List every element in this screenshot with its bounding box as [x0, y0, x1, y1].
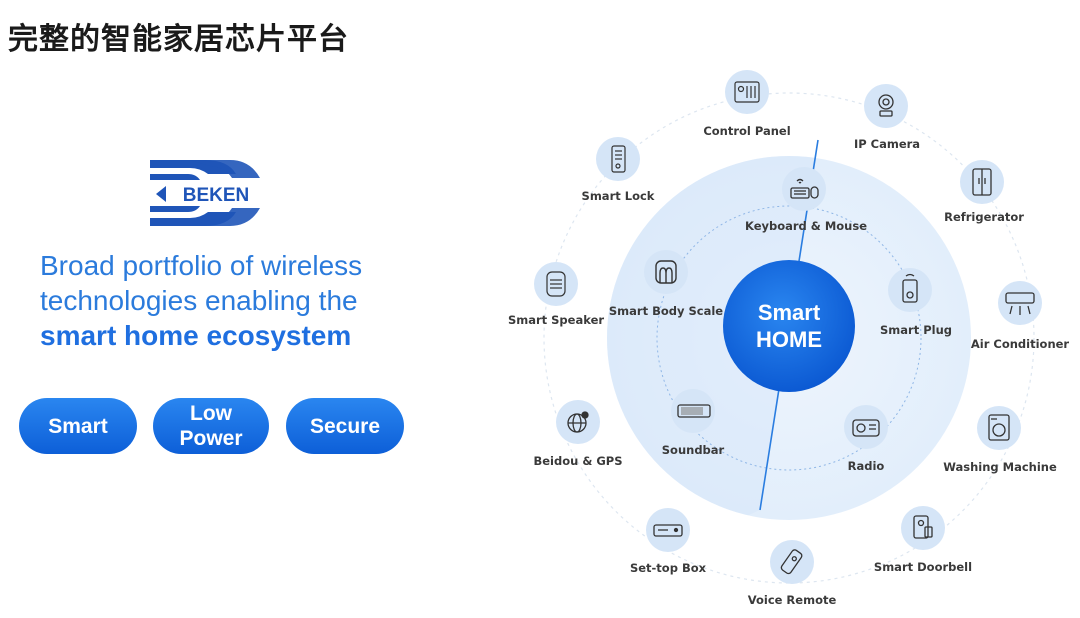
outer-node-smart-lock: Smart Lock	[582, 137, 655, 203]
svg-text:Smart Lock: Smart Lock	[582, 189, 655, 203]
svg-text:Control Panel: Control Panel	[703, 124, 790, 138]
svg-text:Soundbar: Soundbar	[662, 443, 725, 457]
svg-text:Smart Plug: Smart Plug	[880, 323, 952, 337]
center-line2: HOME	[756, 327, 822, 352]
inner-node-smart-plug: Smart Plug	[880, 268, 952, 337]
outer-node-beidou-gps: Beidou & GPS	[533, 400, 623, 468]
body-scale-icon	[655, 260, 677, 284]
tagline: Broad portfolio of wireless technologies…	[40, 248, 460, 353]
outer-node-refrigerator: Refrigerator	[944, 160, 1024, 224]
smart-lock-icon	[611, 145, 626, 173]
ip-camera-icon	[878, 94, 894, 117]
tagline-line2: technologies enabling the	[40, 285, 358, 316]
tagline-line3: smart home ecosystem	[40, 320, 352, 351]
center-line1: Smart	[758, 300, 821, 325]
svg-text:Smart Doorbell: Smart Doorbell	[874, 560, 972, 574]
outer-ring	[543, 92, 1035, 584]
logo-text: BEKEN	[183, 185, 250, 206]
outer-node-smart-doorbell: Smart Doorbell	[874, 506, 972, 574]
center-circle	[723, 260, 855, 392]
svg-text:Smart Speaker: Smart Speaker	[508, 313, 604, 327]
svg-text:Air Conditioner: Air Conditioner	[971, 337, 1070, 351]
svg-text:Radio: Radio	[848, 459, 885, 473]
outer-node-ip-camera: IP Camera	[854, 84, 920, 151]
voice-remote-icon	[780, 549, 803, 575]
outer-node-washing-machine: Washing Machine	[943, 406, 1057, 474]
svg-text:IP Camera: IP Camera	[854, 137, 920, 151]
washing-machine-icon	[988, 414, 1010, 441]
set-top-box-icon	[653, 524, 683, 537]
refrigerator-icon	[972, 168, 992, 196]
outer-node-smart-speaker: Smart Speaker	[508, 262, 604, 327]
secure-pill: Secure	[286, 398, 404, 454]
svg-text:Beidou & GPS: Beidou & GPS	[533, 454, 622, 468]
outer-node-set-top-box: Set-top Box	[630, 508, 707, 575]
soundbar-icon	[677, 404, 711, 418]
svg-text:Voice Remote: Voice Remote	[748, 593, 837, 607]
smart-plug-icon	[902, 273, 918, 303]
svg-text:Smart Body Scale: Smart Body Scale	[609, 304, 723, 318]
svg-text:Keyboard & Mouse: Keyboard & Mouse	[745, 219, 867, 233]
page-title: 完整的智能家居芯片平台	[8, 22, 349, 57]
inner-node-radio: Radio	[844, 405, 888, 473]
svg-text:Refrigerator: Refrigerator	[944, 210, 1024, 224]
globe-icon	[567, 411, 589, 433]
outer-node-voice-remote: Voice Remote	[748, 540, 837, 607]
smart-speaker-icon	[546, 271, 566, 297]
inner-ring	[656, 205, 922, 471]
svg-text:Set-top Box: Set-top Box	[630, 561, 707, 575]
keyboard-mouse-icon	[790, 178, 819, 199]
tagline-line1: Broad portfolio of wireless	[40, 250, 363, 281]
control-panel-icon	[734, 81, 760, 103]
beken-logo: BEKEN	[150, 160, 264, 226]
outer-node-control-panel: Control Panel	[703, 70, 791, 138]
inner-node-soundbar: Soundbar	[662, 389, 725, 457]
smart-pill: Smart	[19, 398, 137, 454]
inner-node-keyboard-mouse: Keyboard & Mouse	[745, 167, 867, 233]
svg-text:Washing Machine: Washing Machine	[943, 460, 1057, 474]
doorbell-icon	[913, 515, 933, 539]
air-conditioner-icon	[1005, 292, 1035, 315]
inner-node-body-scale: Smart Body Scale	[609, 250, 723, 318]
outer-node-air-conditioner: Air Conditioner	[971, 281, 1070, 351]
low-power-pill: Low Power	[153, 398, 269, 454]
radio-icon	[852, 419, 880, 437]
